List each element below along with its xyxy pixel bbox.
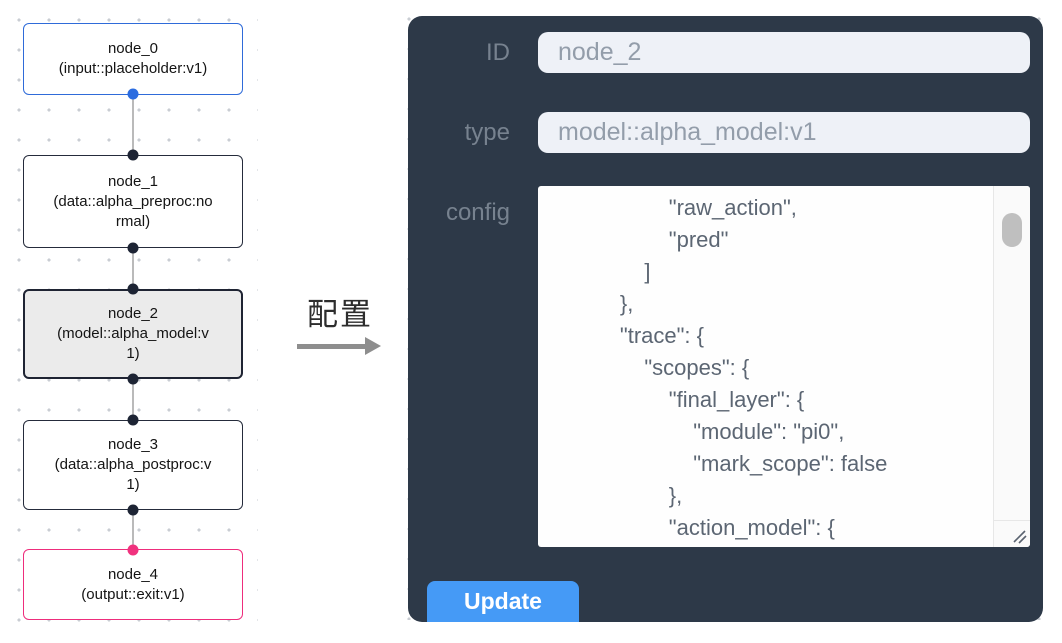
flow-node-node_4[interactable]: node_4 (output::exit:v1) bbox=[23, 549, 243, 620]
handle-node_0-bottom[interactable] bbox=[127, 88, 139, 100]
handle-node_3-bottom[interactable] bbox=[127, 504, 139, 516]
edge-node1-node2 bbox=[132, 248, 134, 290]
arrow-right-icon bbox=[292, 337, 388, 355]
arrow-shaft bbox=[297, 344, 367, 349]
handle-node_2-bottom[interactable] bbox=[127, 373, 139, 385]
flow-node-node_1[interactable]: node_1 (data::alpha_preproc:normal) bbox=[23, 155, 243, 248]
transfer-annotation: 配置 bbox=[292, 298, 388, 355]
type-field-label: type bbox=[464, 119, 510, 146]
node-subtitle: (input::placeholder:v1) bbox=[58, 60, 208, 77]
type-input[interactable] bbox=[538, 112, 1030, 153]
arrow-head bbox=[365, 337, 381, 355]
flow-node-node_0[interactable]: node_0 (input::placeholder:v1) bbox=[23, 23, 243, 95]
flow-node-node_2-selected[interactable]: node_2 (model::alpha_model:v1) bbox=[23, 289, 243, 379]
edge-node2-node3 bbox=[132, 379, 134, 421]
handle-node_2-top[interactable] bbox=[127, 283, 139, 295]
config-textarea[interactable]: "raw_action", "pred" ] }, "trace": { "sc… bbox=[538, 186, 1030, 547]
node-config-panel: ID type config "raw_action", "pred" ] },… bbox=[408, 16, 1043, 622]
edge-node3-node4 bbox=[132, 510, 134, 550]
config-json-text: "raw_action", "pred" ] }, "trace": { "sc… bbox=[619, 195, 888, 540]
resize-handle-icon bbox=[1013, 530, 1027, 544]
node-subtitle: (model::alpha_model:v1) bbox=[57, 325, 209, 362]
transfer-label: 配置 bbox=[307, 297, 373, 333]
handle-node_1-top[interactable] bbox=[127, 149, 139, 161]
config-scrollbar-thumb[interactable] bbox=[1002, 213, 1022, 247]
id-field-label: ID bbox=[486, 39, 510, 66]
handle-node_4-top[interactable] bbox=[127, 544, 139, 556]
update-button[interactable]: Update bbox=[427, 581, 579, 622]
node-subtitle: (data::alpha_postproc:v1) bbox=[54, 456, 212, 493]
node-title: node_4 bbox=[107, 565, 159, 583]
node-title: node_3 bbox=[107, 436, 159, 453]
config-field-label: config bbox=[445, 199, 510, 226]
node-subtitle: (data::alpha_preproc:normal) bbox=[53, 192, 213, 230]
config-resize-corner[interactable] bbox=[993, 520, 1030, 547]
handle-node_1-bottom[interactable] bbox=[127, 242, 139, 254]
edge-node0-node1 bbox=[132, 94, 134, 156]
node-title: node_2 bbox=[107, 305, 159, 322]
handle-node_3-top[interactable] bbox=[127, 414, 139, 426]
config-scrollbar-track[interactable] bbox=[993, 186, 1030, 520]
node-title: node_1 bbox=[107, 172, 159, 190]
id-input[interactable] bbox=[538, 32, 1030, 73]
node-subtitle: (output::exit:v1) bbox=[81, 585, 185, 603]
node-title: node_0 bbox=[107, 40, 159, 57]
flow-canvas[interactable]: node_0 (input::placeholder:v1) node_1 (d… bbox=[0, 0, 258, 643]
flow-node-node_3[interactable]: node_3 (data::alpha_postproc:v1) bbox=[23, 420, 243, 510]
